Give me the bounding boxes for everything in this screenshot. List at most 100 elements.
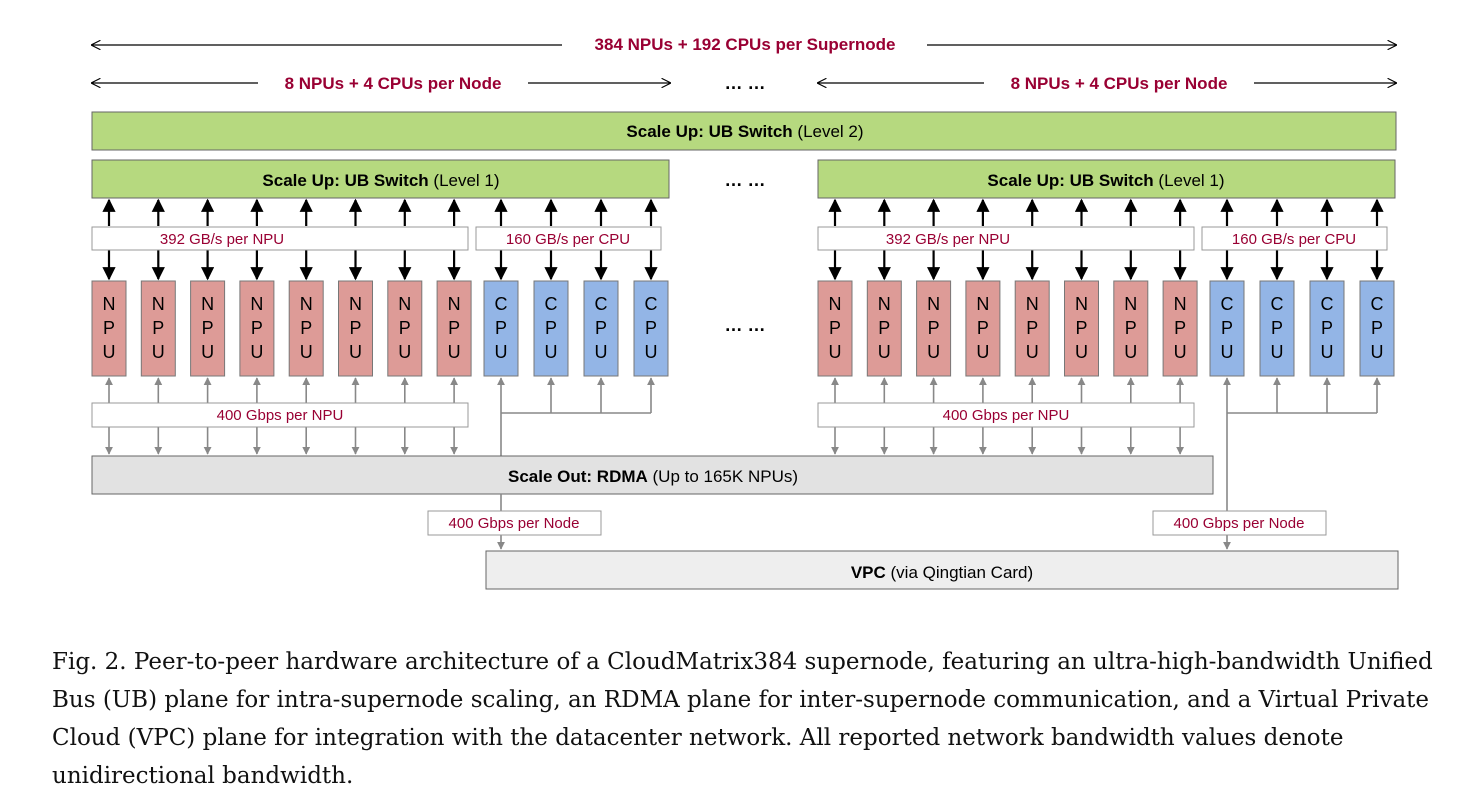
npu-chip-letter: N [250,294,263,314]
cpu-chip: CPU [1359,280,1395,377]
cpu-chip-box [1209,280,1245,377]
supernode-label: 384 NPUs + 192 CPUs per Supernode [595,35,896,54]
cpu-chip: CPU [1309,280,1345,377]
chips-ellipsis: … … [724,315,765,335]
node-span-right: 8 NPUs + 4 CPUs per Node [818,74,1396,93]
cpu-chip-letter: U [1221,342,1234,362]
npu-chip: NPU [916,280,952,377]
npu-ub-bandwidth-label: 392 GB/s per NPU [886,231,1010,248]
ub-switch-level1-right [817,159,1396,199]
node-label-left: 8 NPUs + 4 CPUs per Node [285,74,502,93]
npu-chip-box [817,280,853,377]
npu-chip-letter: U [927,342,940,362]
npu-chip-box [190,280,226,377]
npu-chip-letter: P [977,318,989,338]
cpu-chip-box [583,280,619,377]
npu-chip-letter: N [1174,294,1187,314]
npu-chip-letter: N [300,294,313,314]
rdma-plane [91,455,1214,495]
rdma-plane-bold: Scale Out: RDMA [508,467,648,486]
cpu-chip: CPU [483,280,519,377]
npu-chip: NPU [288,280,324,377]
ub-switch-level1-right-label: Scale Up: UB Switch (Level 1) [987,171,1224,190]
cpu-chip: CPU [533,280,569,377]
npu-chip-box [965,280,1001,377]
cpu-chip-letter: U [1271,342,1284,362]
cpu-chip-box [483,280,519,377]
npu-chip-letter: P [152,318,164,338]
npu-rdma-bandwidth-box [91,402,469,428]
npu-chip-letter: N [829,294,842,314]
npu-chip-letter: U [976,342,989,362]
cpu-chip-letter: U [495,342,508,362]
cpu-chip: CPU [583,280,619,377]
npu-chip-box [387,280,423,377]
npu-chip-letter: P [878,318,890,338]
cpu-chip-box [633,280,669,377]
npu-chip-box [1113,280,1149,377]
npu-chip-letter: U [1174,342,1187,362]
vpc-plane-bold: VPC [851,563,886,582]
npu-chip-letter: N [976,294,989,314]
npu-rdma-bandwidth-label: 400 Gbps per NPU [217,407,344,424]
cpu-chip-letter: C [595,294,608,314]
cpu-chip-letter: P [1221,318,1233,338]
npu-chip-box [338,280,373,377]
cpu-chip-letter: U [595,342,608,362]
cpu-chip: CPU [1259,280,1295,377]
level1-ellipsis: … … [724,170,765,190]
vpc-link-right: 400 Gbps per Node [1152,494,1327,550]
npu-chip-letter: U [829,342,842,362]
ub-switch-level1-left-normal: (Level 1) [429,171,500,190]
npu-chip-letter: N [1075,294,1088,314]
cpu-chip-letter: P [595,318,607,338]
ub-switch-level1-right-normal: (Level 1) [1154,171,1225,190]
cpu-chip-letter: C [1221,294,1234,314]
vpc-plane-normal: (via Qingtian Card) [886,563,1033,582]
npu-chip-box [866,280,902,377]
ub-switch-level1-left-label: Scale Up: UB Switch (Level 1) [262,171,499,190]
supernode-span: 384 NPUs + 192 CPUs per Supernode [92,35,1396,54]
npu-chip-box [916,280,952,377]
cpu-chip-letter: C [495,294,508,314]
vpc-link-right-label: 400 Gbps per Node [1174,515,1305,532]
cpu-chip-letter: U [645,342,658,362]
npu-chip-letter: P [399,318,411,338]
rdma-plane-normal: (Up to 165K NPUs) [648,467,798,486]
vpc-link-left-label: 400 Gbps per Node [449,515,580,532]
ub-switch-level1-left-bold: Scale Up: UB Switch [262,171,428,190]
npu-chip: NPU [1113,280,1149,377]
cpu-chip-box [1259,280,1295,377]
npu-chip-letter: P [448,318,460,338]
npu-chip-letter: P [300,318,312,338]
vpc-link-left: 400 Gbps per Node [427,494,602,550]
npu-chip-letter: P [1125,318,1137,338]
ub-switch-level2-normal: (Level 2) [793,122,864,141]
npu-chip: NPU [965,280,1001,377]
npu-chip: NPU [239,280,275,377]
npu-chip-letter: N [152,294,165,314]
npu-ub-bandwidth-box [91,226,469,251]
npu-ub-bandwidth-box [817,226,1195,251]
npu-chip-letter: N [927,294,940,314]
npu-chip-letter: N [1124,294,1137,314]
npu-chip-letter: N [349,294,362,314]
npu-chip-letter: U [1124,342,1137,362]
npu-chip-letter: P [349,318,361,338]
cpu-chip-letter: C [545,294,558,314]
header-ellipsis: … … [724,73,765,93]
npu-chip: NPU [866,280,902,377]
npu-chip: NPU [387,280,423,377]
npu-chip-box [1162,280,1198,377]
ub-switch-level2 [91,111,1397,151]
npu-chip-letter: U [398,342,411,362]
cpu-chip-letter: P [495,318,507,338]
cpu-chip-box [1359,280,1395,377]
npu-chip-letter: U [1075,342,1088,362]
npu-chip-box [1014,280,1050,377]
npu-chip-letter: U [201,342,214,362]
npu-chip-box [436,280,472,377]
npu-chip-letter: P [202,318,214,338]
npu-chip: NPU [1014,280,1050,377]
